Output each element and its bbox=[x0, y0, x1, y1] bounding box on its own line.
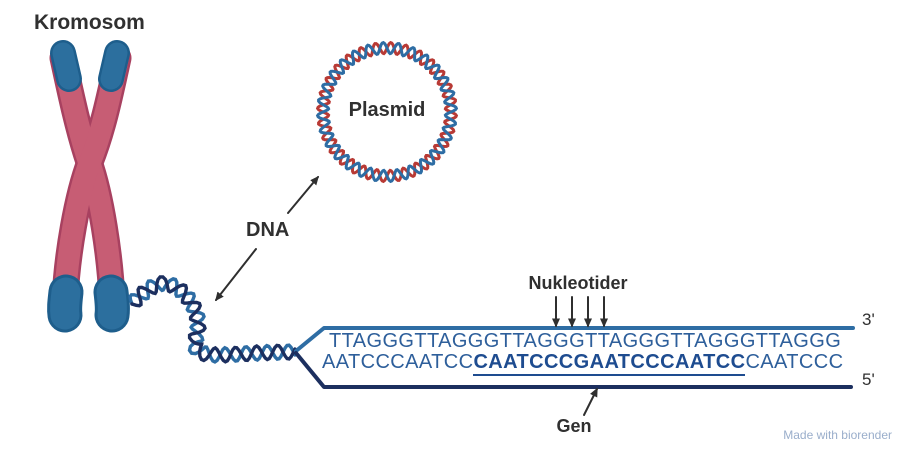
telomere-cap bbox=[100, 42, 128, 90]
dna-arrow-to-helix bbox=[215, 248, 257, 302]
dna-strand-top-line bbox=[294, 326, 855, 353]
dna-coil-strand-light bbox=[128, 276, 297, 364]
dna-coil bbox=[128, 275, 297, 364]
chromosome-label: Kromosom bbox=[34, 11, 145, 34]
dna-coil-centerline bbox=[132, 283, 297, 355]
dna-strand-bottom-line bbox=[294, 351, 853, 389]
dna-arrow-to-plasmid bbox=[287, 175, 319, 214]
nucleotide-arrows bbox=[552, 296, 608, 328]
dna-label: DNA bbox=[246, 219, 290, 241]
sequence-bottom-strand: AATCCCAATCCCAATCCCGAATCCCAATCCCAATCCC bbox=[322, 351, 844, 376]
three-prime-label: 3' bbox=[862, 310, 875, 329]
chromosome-illustration bbox=[47, 40, 132, 333]
gene-sequence-highlight: CAATCCCGAATCCCAATCC bbox=[473, 351, 746, 376]
sequence-bottom-pre: AATCCCAATCC bbox=[322, 351, 474, 373]
plasmid-ring bbox=[315, 40, 459, 184]
biorender-watermark: Made with biorender bbox=[783, 428, 892, 442]
sequence-bottom-post: CAATCCC bbox=[745, 351, 844, 373]
telomere-cap bbox=[96, 277, 127, 330]
telomere-cap bbox=[50, 277, 81, 330]
plasmid-strand-blue bbox=[315, 40, 459, 184]
chromatid-arm bbox=[54, 47, 129, 311]
sequence-top-strand: TTAGGGTTAGGGTTAGGGTTAGGGTTAGGGTTAGGG bbox=[329, 330, 842, 352]
five-prime-label: 5' bbox=[862, 370, 875, 389]
plasmid-label: Plasmid bbox=[348, 99, 426, 121]
gene-arrow bbox=[583, 387, 598, 416]
dna-arrows bbox=[215, 175, 319, 302]
gene-label: Gen bbox=[556, 416, 592, 436]
dna-coil-strand-dark bbox=[130, 275, 297, 364]
nucleotides-label: Nukleotider bbox=[528, 273, 628, 293]
telomere-cap bbox=[52, 42, 80, 90]
